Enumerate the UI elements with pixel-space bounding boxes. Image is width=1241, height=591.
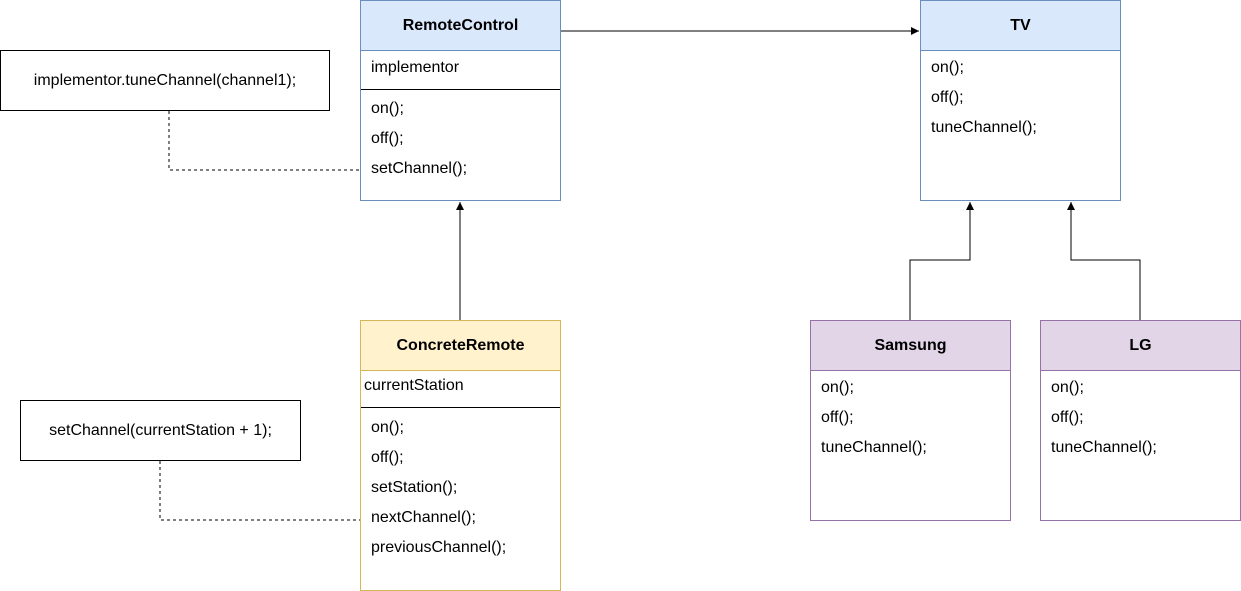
- class-concreteremote-operations: on(); off(); setStation(); nextChannel()…: [371, 413, 506, 563]
- class-samsung[interactable]: Samsung on(); off(); tuneChannel();: [810, 320, 1011, 521]
- class-concreteremote-name: ConcreteRemote: [361, 321, 560, 371]
- note-setchannel-implementation[interactable]: implementor.tuneChannel(channel1);: [0, 50, 330, 111]
- note-connector-nextchannel: [159, 461, 369, 521]
- class-samsung-name: Samsung: [811, 321, 1010, 371]
- class-concreteremote-attribute: currentStation: [361, 371, 560, 408]
- operation-off: off();: [371, 449, 404, 466]
- operation-setchannel: setChannel();: [371, 160, 468, 177]
- note-nextchannel-implementation[interactable]: setChannel(currentStation + 1);: [20, 400, 301, 461]
- operation-off: off();: [821, 409, 854, 426]
- operation-on: on();: [1051, 379, 1084, 396]
- class-lg-name: LG: [1041, 321, 1240, 371]
- operation-off: off();: [1051, 409, 1084, 426]
- class-remotecontrol-name: RemoteControl: [361, 1, 560, 51]
- operation-tunechannel: tuneChannel();: [1051, 439, 1157, 456]
- class-samsung-operations: on(); off(); tuneChannel();: [821, 373, 927, 463]
- class-tv[interactable]: TV on(); off(); tuneChannel();: [920, 0, 1121, 201]
- class-tv-operations: on(); off(); tuneChannel();: [931, 53, 1037, 143]
- operation-off: off();: [931, 89, 964, 106]
- operation-on: on();: [371, 419, 404, 436]
- inheritance-arrow-samsung-tv: [909, 202, 974, 320]
- operation-setstation: setStation();: [371, 479, 458, 496]
- class-concreteremote[interactable]: ConcreteRemote currentStation on(); off(…: [360, 320, 561, 591]
- class-lg-operations: on(); off(); tuneChannel();: [1051, 373, 1157, 463]
- operation-tunechannel: tuneChannel();: [821, 439, 927, 456]
- class-remotecontrol-attribute: implementor: [361, 51, 560, 90]
- class-tv-name: TV: [921, 1, 1120, 51]
- operation-off: off();: [371, 130, 404, 147]
- operation-tunechannel: tuneChannel();: [931, 119, 1037, 136]
- operation-on: on();: [931, 59, 964, 76]
- operation-on: on();: [821, 379, 854, 396]
- class-lg[interactable]: LG on(); off(); tuneChannel();: [1040, 320, 1241, 521]
- operation-nextchannel: nextChannel();: [371, 509, 476, 526]
- operation-on: on();: [371, 100, 404, 117]
- inheritance-arrow-lg-tv: [1067, 202, 1141, 320]
- class-remotecontrol[interactable]: RemoteControl implementor on(); off(); s…: [360, 0, 561, 201]
- note-connector-setchannel: [168, 111, 371, 171]
- class-remotecontrol-operations: on(); off(); setChannel();: [371, 94, 467, 184]
- operation-previouschannel: previousChannel();: [371, 539, 507, 556]
